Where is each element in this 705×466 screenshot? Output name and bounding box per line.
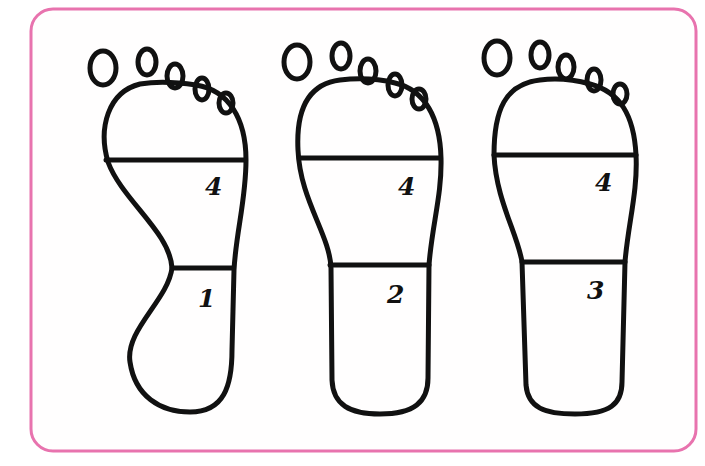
foot-flat	[484, 41, 636, 414]
zone-number: 1	[198, 286, 215, 311]
zone-number: 2	[387, 282, 404, 307]
frame	[31, 9, 696, 451]
foot-normal-arch	[284, 43, 441, 414]
foot-high-arch	[90, 49, 246, 412]
zone-number: 4	[595, 170, 612, 195]
zone-number: 3	[587, 278, 604, 303]
zone-number: 4	[398, 174, 415, 199]
zone-number: 4	[205, 174, 222, 199]
